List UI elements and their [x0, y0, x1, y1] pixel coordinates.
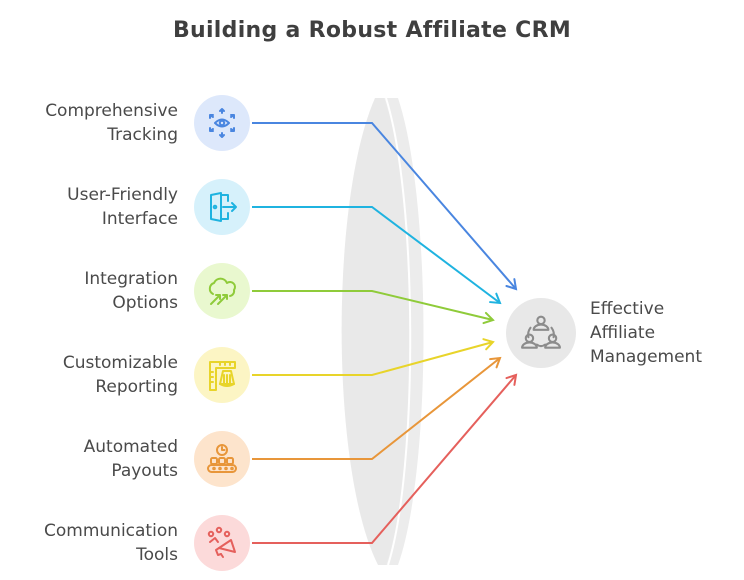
- conveyor-clock-icon: [207, 444, 237, 473]
- source-label-line: User-Friendly: [67, 185, 178, 205]
- door-exit-icon: [210, 192, 237, 222]
- source-label-line: Comprehensive: [45, 101, 178, 121]
- source-node: [194, 95, 250, 151]
- target-node: [506, 298, 576, 368]
- source-node: [194, 515, 250, 571]
- target-label-line: Affiliate: [590, 323, 656, 343]
- connector-line: [252, 206, 501, 304]
- source-node: [194, 347, 250, 403]
- funnel-lens: [341, 97, 424, 566]
- arrowhead: [482, 338, 495, 351]
- team-network-icon: [521, 315, 561, 349]
- source-label-line: Integration: [84, 269, 178, 289]
- source-label-line: Payouts: [111, 461, 178, 481]
- tailoring-icon: [209, 361, 236, 391]
- source-label-line: Customizable: [62, 353, 178, 373]
- source-node: [194, 431, 250, 487]
- eye-arrows-icon: [209, 108, 235, 138]
- arrowhead: [482, 311, 495, 325]
- source-label-line: Options: [112, 293, 178, 313]
- connector-line: [252, 290, 494, 321]
- cloud-arrows-icon: [208, 277, 236, 305]
- source-label-line: Reporting: [95, 377, 178, 397]
- source-node: [194, 263, 250, 319]
- connector-line: [252, 122, 517, 290]
- connector-line: [252, 374, 517, 544]
- arrowhead: [489, 356, 502, 369]
- source-label-line: Interface: [101, 209, 178, 229]
- source-label-line: Tracking: [107, 125, 178, 145]
- source-label-line: Communication: [44, 521, 178, 541]
- arrowhead: [505, 373, 518, 386]
- source-node: [194, 179, 250, 235]
- connector-line: [252, 341, 494, 376]
- target-label: Effective Affiliate Management: [590, 297, 702, 369]
- diagram-title: Building a Robust Affiliate CRM: [172, 18, 572, 43]
- connector-line: [252, 357, 501, 460]
- target-label-line: Effective: [590, 299, 665, 319]
- source-label-line: Automated: [83, 437, 178, 457]
- arrowhead: [489, 292, 502, 305]
- megaphone-icon: [207, 526, 236, 558]
- arrowhead: [505, 278, 518, 291]
- source-label-line: Tools: [136, 545, 178, 565]
- target-label-line: Management: [590, 347, 702, 367]
